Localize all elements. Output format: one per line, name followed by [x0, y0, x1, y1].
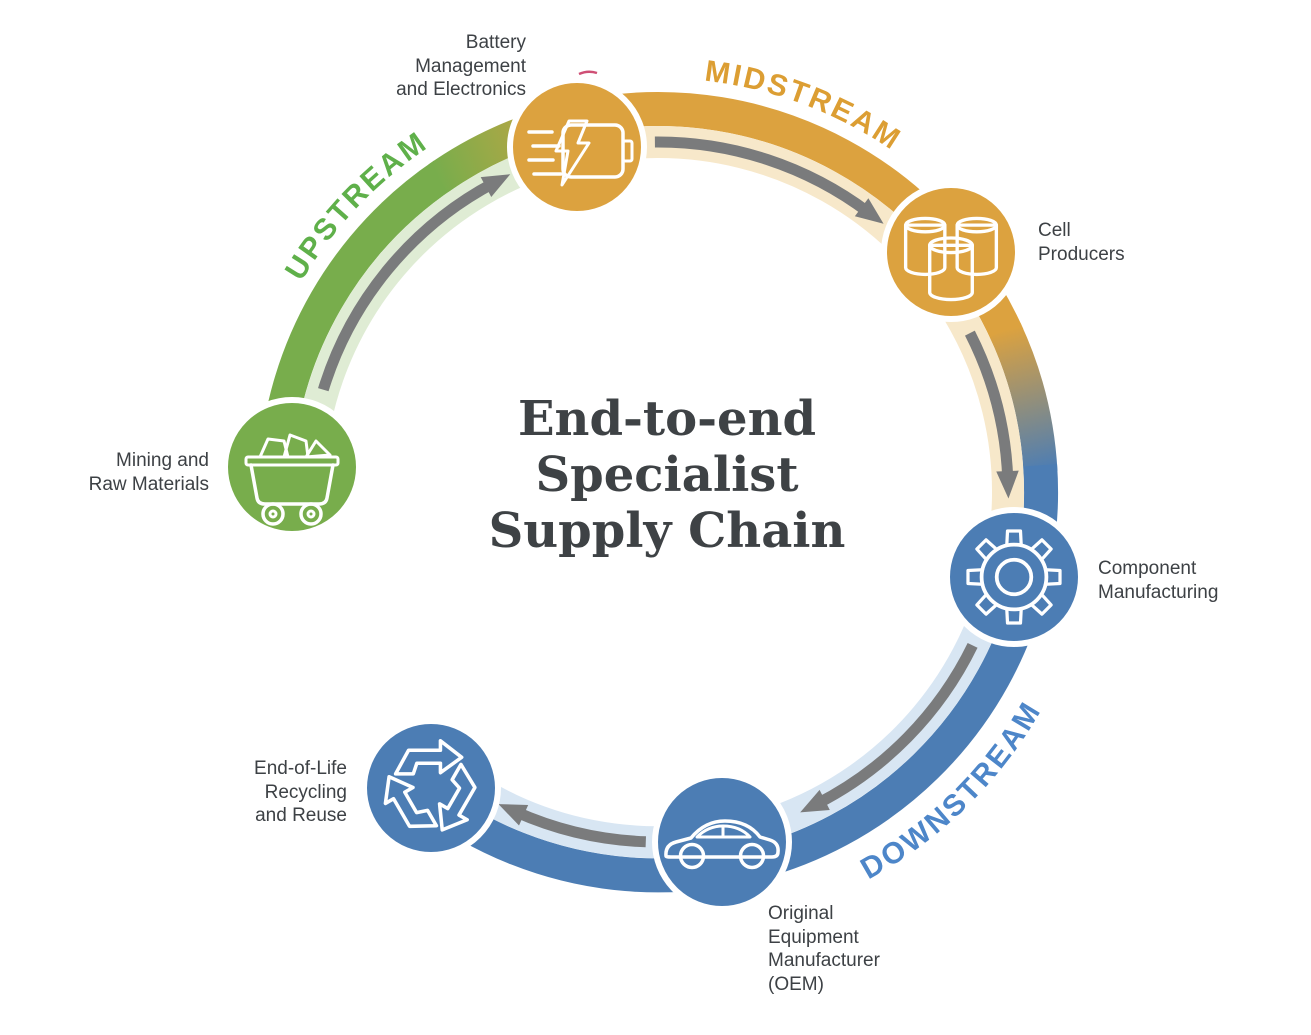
car-wheel: [738, 842, 766, 870]
arrow-mining-to-battery: [318, 174, 511, 392]
node-circle: [507, 77, 647, 217]
node-component-manufacturing: [944, 507, 1084, 647]
cell-cylinder-front-top: [928, 236, 974, 255]
cart-rim: [244, 455, 340, 467]
gear-tooth: [975, 592, 999, 616]
node-cell-producers: [881, 182, 1021, 322]
component-manufacturing-label: Component Manufacturing: [1098, 558, 1219, 603]
stray-pink-mark: [578, 70, 598, 76]
lightning-bolt: [554, 119, 591, 187]
arrow-battery-to-cell: [654, 136, 884, 224]
cell-cylinder-front: [928, 243, 974, 302]
gear-icon: [966, 529, 1062, 625]
cell-cylinder: [903, 223, 947, 277]
gear-body: [979, 542, 1049, 612]
cart-wheel: [261, 502, 285, 526]
cell-producers-label: Cell Producers: [1038, 220, 1125, 265]
diagram-title: End-to-end Specialist Supply Chain: [488, 391, 846, 559]
cell-cylinder-top: [955, 216, 999, 234]
gear-tooth: [975, 538, 999, 562]
node-circle: [652, 772, 792, 912]
mining-raw-materials-label: Mining and Raw Materials: [88, 450, 209, 495]
cell-cylinder: [955, 223, 999, 277]
node-circle: [361, 718, 501, 858]
battery-management-label: Battery Management and Electronics: [396, 32, 526, 100]
cart-wheel: [299, 502, 323, 526]
battery-lightning-icon: [527, 119, 634, 187]
arrow-component-to-oem: [800, 642, 978, 813]
node-mining-raw-materials: [222, 397, 362, 537]
recycling-arrow: [437, 762, 477, 832]
cart-body: [249, 463, 335, 506]
recycling-icon: [383, 739, 477, 832]
orange-blue-gradient-segment: [989, 322, 1058, 474]
recycling-arrow: [383, 775, 439, 829]
recycling-arrow: [393, 739, 464, 776]
arrow-cell-to-component: [964, 330, 1019, 499]
oem-label: Original Equipment Manufacturer (OEM): [768, 903, 880, 995]
mining-cart-icon: [244, 433, 340, 526]
gear-tooth: [966, 568, 985, 586]
recycling-label: End-of-Life Recycling and Reuse: [254, 758, 347, 826]
arrow-oem-to-recycling: [498, 804, 646, 848]
speed-lines: [527, 130, 563, 176]
battery-cells-icon: [903, 216, 999, 302]
node-oem: [652, 772, 792, 912]
cart-wheel-hub: [306, 509, 316, 519]
car-icon: [664, 819, 780, 870]
node-battery-management: [507, 77, 647, 217]
cart-wheel-hub: [268, 509, 278, 519]
node-circle: [222, 397, 362, 537]
node-recycling: [361, 718, 501, 858]
car-body: [664, 819, 780, 859]
gear-tooth: [1043, 568, 1062, 586]
gear-tooth: [1005, 529, 1023, 548]
gear-center-hole: [994, 557, 1034, 597]
gear-tooth: [1029, 592, 1053, 616]
battery-terminal: [621, 139, 634, 163]
gear-tooth: [1005, 606, 1023, 625]
car-wheel: [678, 842, 706, 870]
flow-arrows: [318, 136, 1019, 848]
gear-tooth: [1029, 538, 1053, 562]
cell-cylinder-top: [903, 216, 947, 234]
